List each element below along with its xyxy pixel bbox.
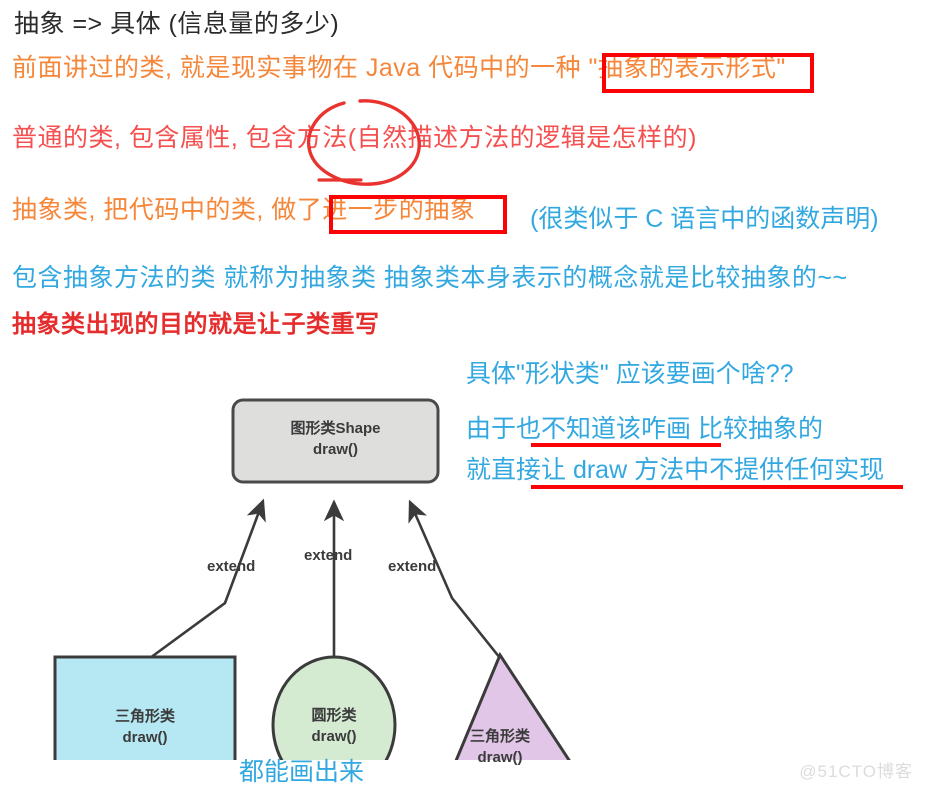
red-underline-2: [531, 485, 903, 489]
shape-parent-box: [231, 398, 440, 484]
note-line-red-1: 普通的类, 包含属性, 包含方法(自然描述方法的逻辑是怎样的): [12, 124, 697, 152]
note-line-orange-2: 抽象类, 把代码中的类, 做了进一步的抽象: [12, 196, 476, 224]
edge-extend-left: [149, 498, 266, 660]
shape-child-triangle: [440, 651, 593, 794]
note-line-title: 抽象 => 具体 (信息量的多少): [14, 10, 340, 38]
red-underline-1: [531, 443, 721, 447]
shape-child-ellipse: [271, 655, 397, 794]
note-line-blue-1: 包含抽象方法的类 就称为抽象类 抽象类本身表示的概念就是比较抽象的~~: [12, 264, 848, 292]
inheritance-diagram: 图形类Shape draw() extend extend extend 三角形…: [0, 380, 640, 794]
shape-child-rectangle: [53, 655, 237, 794]
edge-label-extend-right: extend: [388, 558, 437, 575]
note-line-blue-paren: (很类似于 C 语言中的函数声明): [530, 205, 879, 233]
note-line-orange-1: 前面讲过的类, 就是现实事物在 Java 代码中的一种 "抽象的表示形式": [12, 54, 786, 82]
edge-extend-right: [408, 499, 502, 659]
annotation-right-line-3: 就直接让 draw 方法中不提供任何实现: [466, 456, 885, 484]
annotation-bottom-line: 都能画出来: [239, 758, 365, 786]
edge-label-extend-left: extend: [207, 558, 256, 575]
edge-label-extend-middle: extend: [304, 547, 353, 564]
annotation-right-line-2: 由于也不知道该咋画 比较抽象的: [466, 415, 823, 443]
note-line-red-bold: 抽象类出现的目的就是让子类重写: [12, 311, 380, 338]
watermark: @51CTO博客: [799, 762, 913, 781]
annotation-right-line-1: 具体"形状类" 应该要画个啥??: [466, 360, 794, 388]
diagram-svg: [53, 398, 593, 794]
